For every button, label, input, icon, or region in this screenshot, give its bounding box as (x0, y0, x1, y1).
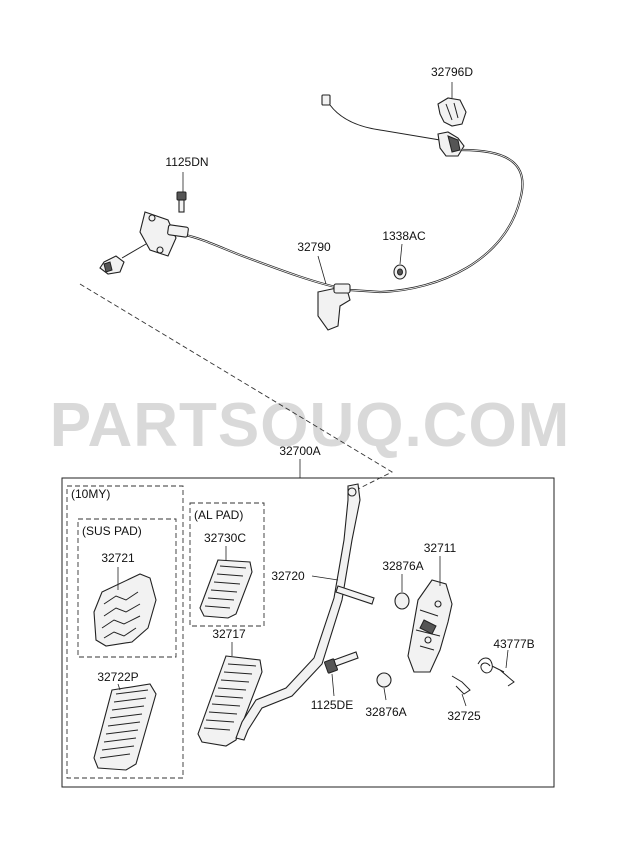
label-43777B: 43777B (493, 637, 534, 651)
pedal-pad-32721 (93, 567, 157, 647)
pedal-pad-32722P (93, 683, 157, 771)
group-sus-pad-box (77, 518, 177, 658)
label-32796D: 32796D (431, 65, 473, 79)
label-32730C: 32730C (204, 531, 246, 545)
label-32721: 32721 (101, 551, 135, 565)
group-al-pad-box (189, 502, 265, 627)
label-32790: 32790 (297, 240, 331, 254)
inner-cable-wire (329, 104, 441, 141)
cable-pedal-end-fitting (99, 255, 125, 275)
group-10MY-box (66, 485, 184, 779)
pedal-pad-32717 (197, 642, 263, 747)
bolt-1125DN (176, 191, 187, 213)
label-32876A-bottom: 32876A (365, 705, 406, 719)
label-32717: 32717 (212, 627, 246, 641)
label-group-al-pad: (AL PAD) (194, 508, 243, 522)
label-32711: 32711 (424, 541, 457, 555)
label-1125DE: 1125DE (311, 698, 353, 712)
label-1338AC: 1338AC (382, 229, 426, 243)
return-spring-32725 (451, 675, 471, 707)
stopper-32876A-bottom (376, 672, 392, 688)
pivot-shaft (335, 585, 375, 605)
cable-to-pedal-link (79, 283, 393, 491)
label-group-sus-pad: (SUS PAD) (82, 524, 142, 538)
cable-mount-flange (139, 211, 177, 257)
cable-end-connector (321, 94, 331, 106)
label-group-10MY: (10MY) (71, 487, 110, 501)
bolt-1125DE (324, 651, 359, 697)
label-32720: 32720 (271, 569, 305, 583)
outer-cable-upper (349, 148, 524, 294)
label-1125DN: 1125DN (165, 155, 208, 169)
accelerator-cable-assembly (99, 94, 524, 331)
stopper-32876A-top (394, 592, 410, 610)
watermark: PARTSOUQ.COM (50, 391, 571, 460)
label-32876A-top: 32876A (382, 559, 423, 573)
label-32725: 32725 (447, 709, 481, 723)
pedal-bracket-32711 (407, 556, 453, 673)
pedal-assembly-frame (61, 477, 555, 788)
pedal-pad-32730C (199, 546, 253, 619)
cable-clip-32796D (437, 97, 467, 127)
torsion-spring-43777B (477, 649, 515, 687)
pedal-arm-32720 (235, 483, 361, 741)
label-32700A: 32700A (279, 444, 320, 458)
label-32722P: 32722P (97, 670, 138, 684)
